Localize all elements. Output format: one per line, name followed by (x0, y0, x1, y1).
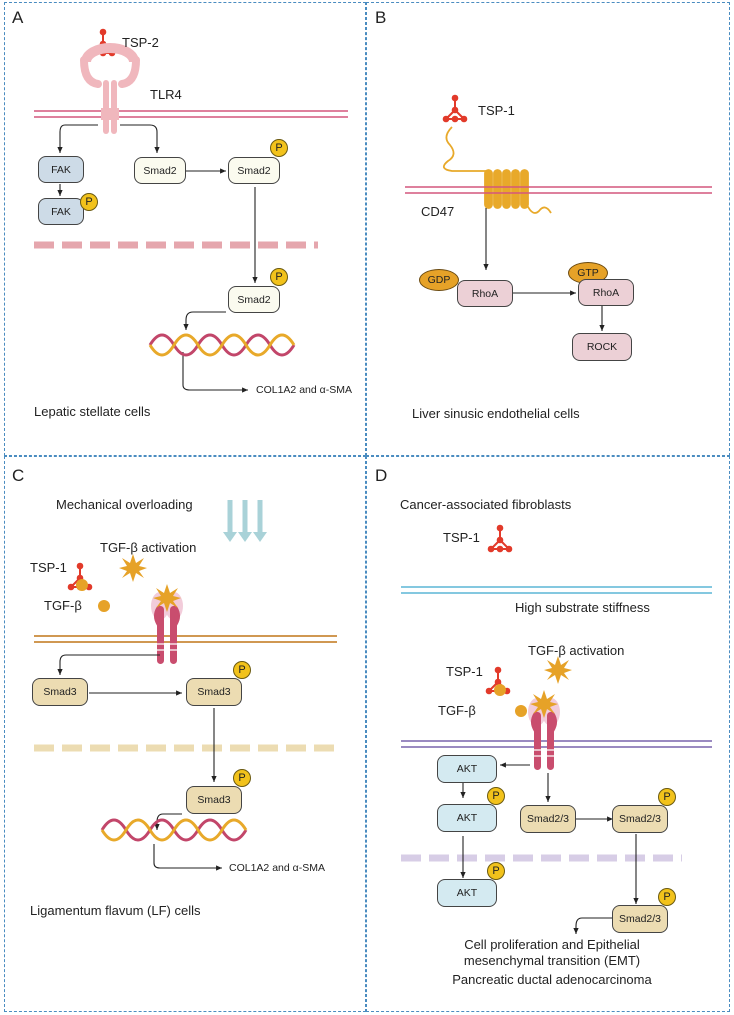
akt-p-nuclear-node: AKT (437, 879, 497, 907)
smad23-p-node: Smad2/3 (612, 805, 668, 833)
tgf-beta-label-c: TGF-β (44, 598, 82, 613)
mechanical-overloading-label: Mechanical overloading (56, 497, 193, 512)
tsp1-label-c: TSP-1 (30, 560, 67, 575)
panel-letter-b: B (375, 8, 387, 27)
cell-type-label-b: Liver sinusic endothelial cells (412, 406, 580, 421)
smad2-p-nuclear-node: Smad2 (228, 286, 280, 313)
panel-d (366, 456, 730, 1012)
output-label-a: COL1A2 and α-SMA (256, 384, 352, 396)
cell-type-label-a: Lepatic stellate cells (34, 404, 151, 419)
fak-node: FAK (38, 156, 84, 183)
phospho-icon: P (487, 787, 505, 805)
cell-type-label-c: Ligamentum flavum (LF) cells (30, 903, 201, 918)
akt-p-node: AKT (437, 804, 497, 832)
panel-letter-c: C (12, 466, 25, 485)
outcome-line-2: mesenchymal transition (EMT) (463, 953, 641, 968)
smad3-p-node: Smad3 (186, 678, 242, 706)
smad2-node: Smad2 (134, 157, 186, 184)
phospho-icon: P (233, 769, 251, 787)
phospho-icon: P (80, 193, 98, 211)
tsp2-label: TSP-2 (122, 35, 159, 50)
cd47-label: CD47 (421, 204, 455, 219)
fak-p-node: FAK (38, 198, 84, 225)
phospho-icon: P (270, 139, 288, 157)
caf-label: Cancer-associated fibroblasts (400, 497, 572, 512)
phospho-icon: P (270, 268, 288, 286)
phospho-icon: P (487, 862, 505, 880)
tgf-activation-label-c: TGF-β activation (100, 540, 197, 555)
smad3-p-nuclear-node: Smad3 (186, 786, 242, 814)
output-label-c: COL1A2 and α-SMA (229, 862, 325, 874)
phospho-icon: P (658, 888, 676, 906)
tsp1-top-label-d: TSP-1 (443, 530, 480, 545)
panel-letter-d: D (375, 466, 388, 485)
tsp1-label-b: TSP-1 (478, 103, 515, 118)
stiffness-label: High substrate stiffness (515, 600, 650, 615)
phospho-icon: P (233, 661, 251, 679)
outcome-line-3: Pancreatic ductal adenocarcinoma (452, 972, 652, 987)
rhoa-node: RhoA (457, 280, 513, 307)
gdp-badge: GDP (419, 269, 459, 291)
outcome-line-1: Cell proliferation and Epithelial (464, 937, 640, 952)
smad23-node: Smad2/3 (520, 805, 576, 833)
gtp-badge: GTP (568, 262, 608, 284)
akt-node: AKT (437, 755, 497, 783)
tlr4-label: TLR4 (150, 87, 182, 102)
tgf-beta-label-d: TGF-β (438, 703, 476, 718)
smad23-p-nuclear-node: Smad2/3 (612, 905, 668, 933)
smad3-node: Smad3 (32, 678, 88, 706)
tgf-activation-label-d: TGF-β activation (528, 643, 625, 658)
rhoa-active-node: RhoA (578, 279, 634, 306)
rock-node: ROCK (572, 333, 632, 361)
panel-letter-a: A (12, 8, 24, 27)
panel-b (366, 2, 730, 456)
phospho-icon: P (658, 788, 676, 806)
panel-a (4, 2, 366, 456)
tsp1-label-d: TSP-1 (446, 664, 483, 679)
panel-c (4, 456, 366, 1012)
smad2-p-node: Smad2 (228, 157, 280, 184)
